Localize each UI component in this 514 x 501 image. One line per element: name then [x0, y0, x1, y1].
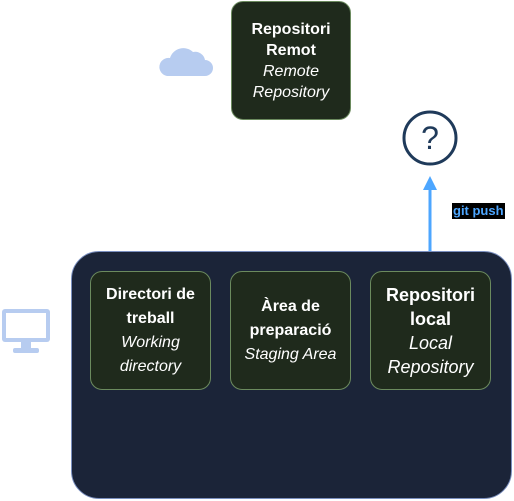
git-push-label: git push [452, 203, 505, 219]
local-repo-line1: Repositori [385, 284, 475, 305]
working-dir-line3: Working [121, 333, 180, 351]
remote-title-line2: Remot [266, 41, 316, 59]
remote-subtitle-line2: Repository [252, 83, 330, 101]
working-directory-box: Directori de treball Working directory [90, 271, 211, 390]
working-dir-line2: treball [126, 309, 175, 327]
local-repo-line3: Local [408, 332, 453, 353]
remote-title-line1: Repositori [251, 20, 331, 38]
staging-line3: Staging Area [244, 345, 337, 363]
local-repo-line2: local [409, 308, 452, 329]
local-repository-box: Repositori local Local Repository [370, 271, 491, 390]
staging-line2: preparació [249, 321, 332, 339]
remote-repository-box: Repositori Remot Remote Repository [231, 1, 351, 120]
question-mark: ? [421, 120, 439, 156]
remote-subtitle-line1: Remote [262, 62, 320, 80]
cloud-icon [159, 48, 213, 76]
working-dir-line4: directory [119, 357, 182, 375]
monitor-icon [2, 309, 50, 353]
staging-line1: Àrea de [261, 297, 320, 315]
local-repo-line4: Repository [387, 356, 474, 377]
staging-area-box: Àrea de preparació Staging Area [230, 271, 351, 390]
question-icon [402, 110, 458, 166]
working-dir-line1: Directori de [106, 285, 195, 303]
